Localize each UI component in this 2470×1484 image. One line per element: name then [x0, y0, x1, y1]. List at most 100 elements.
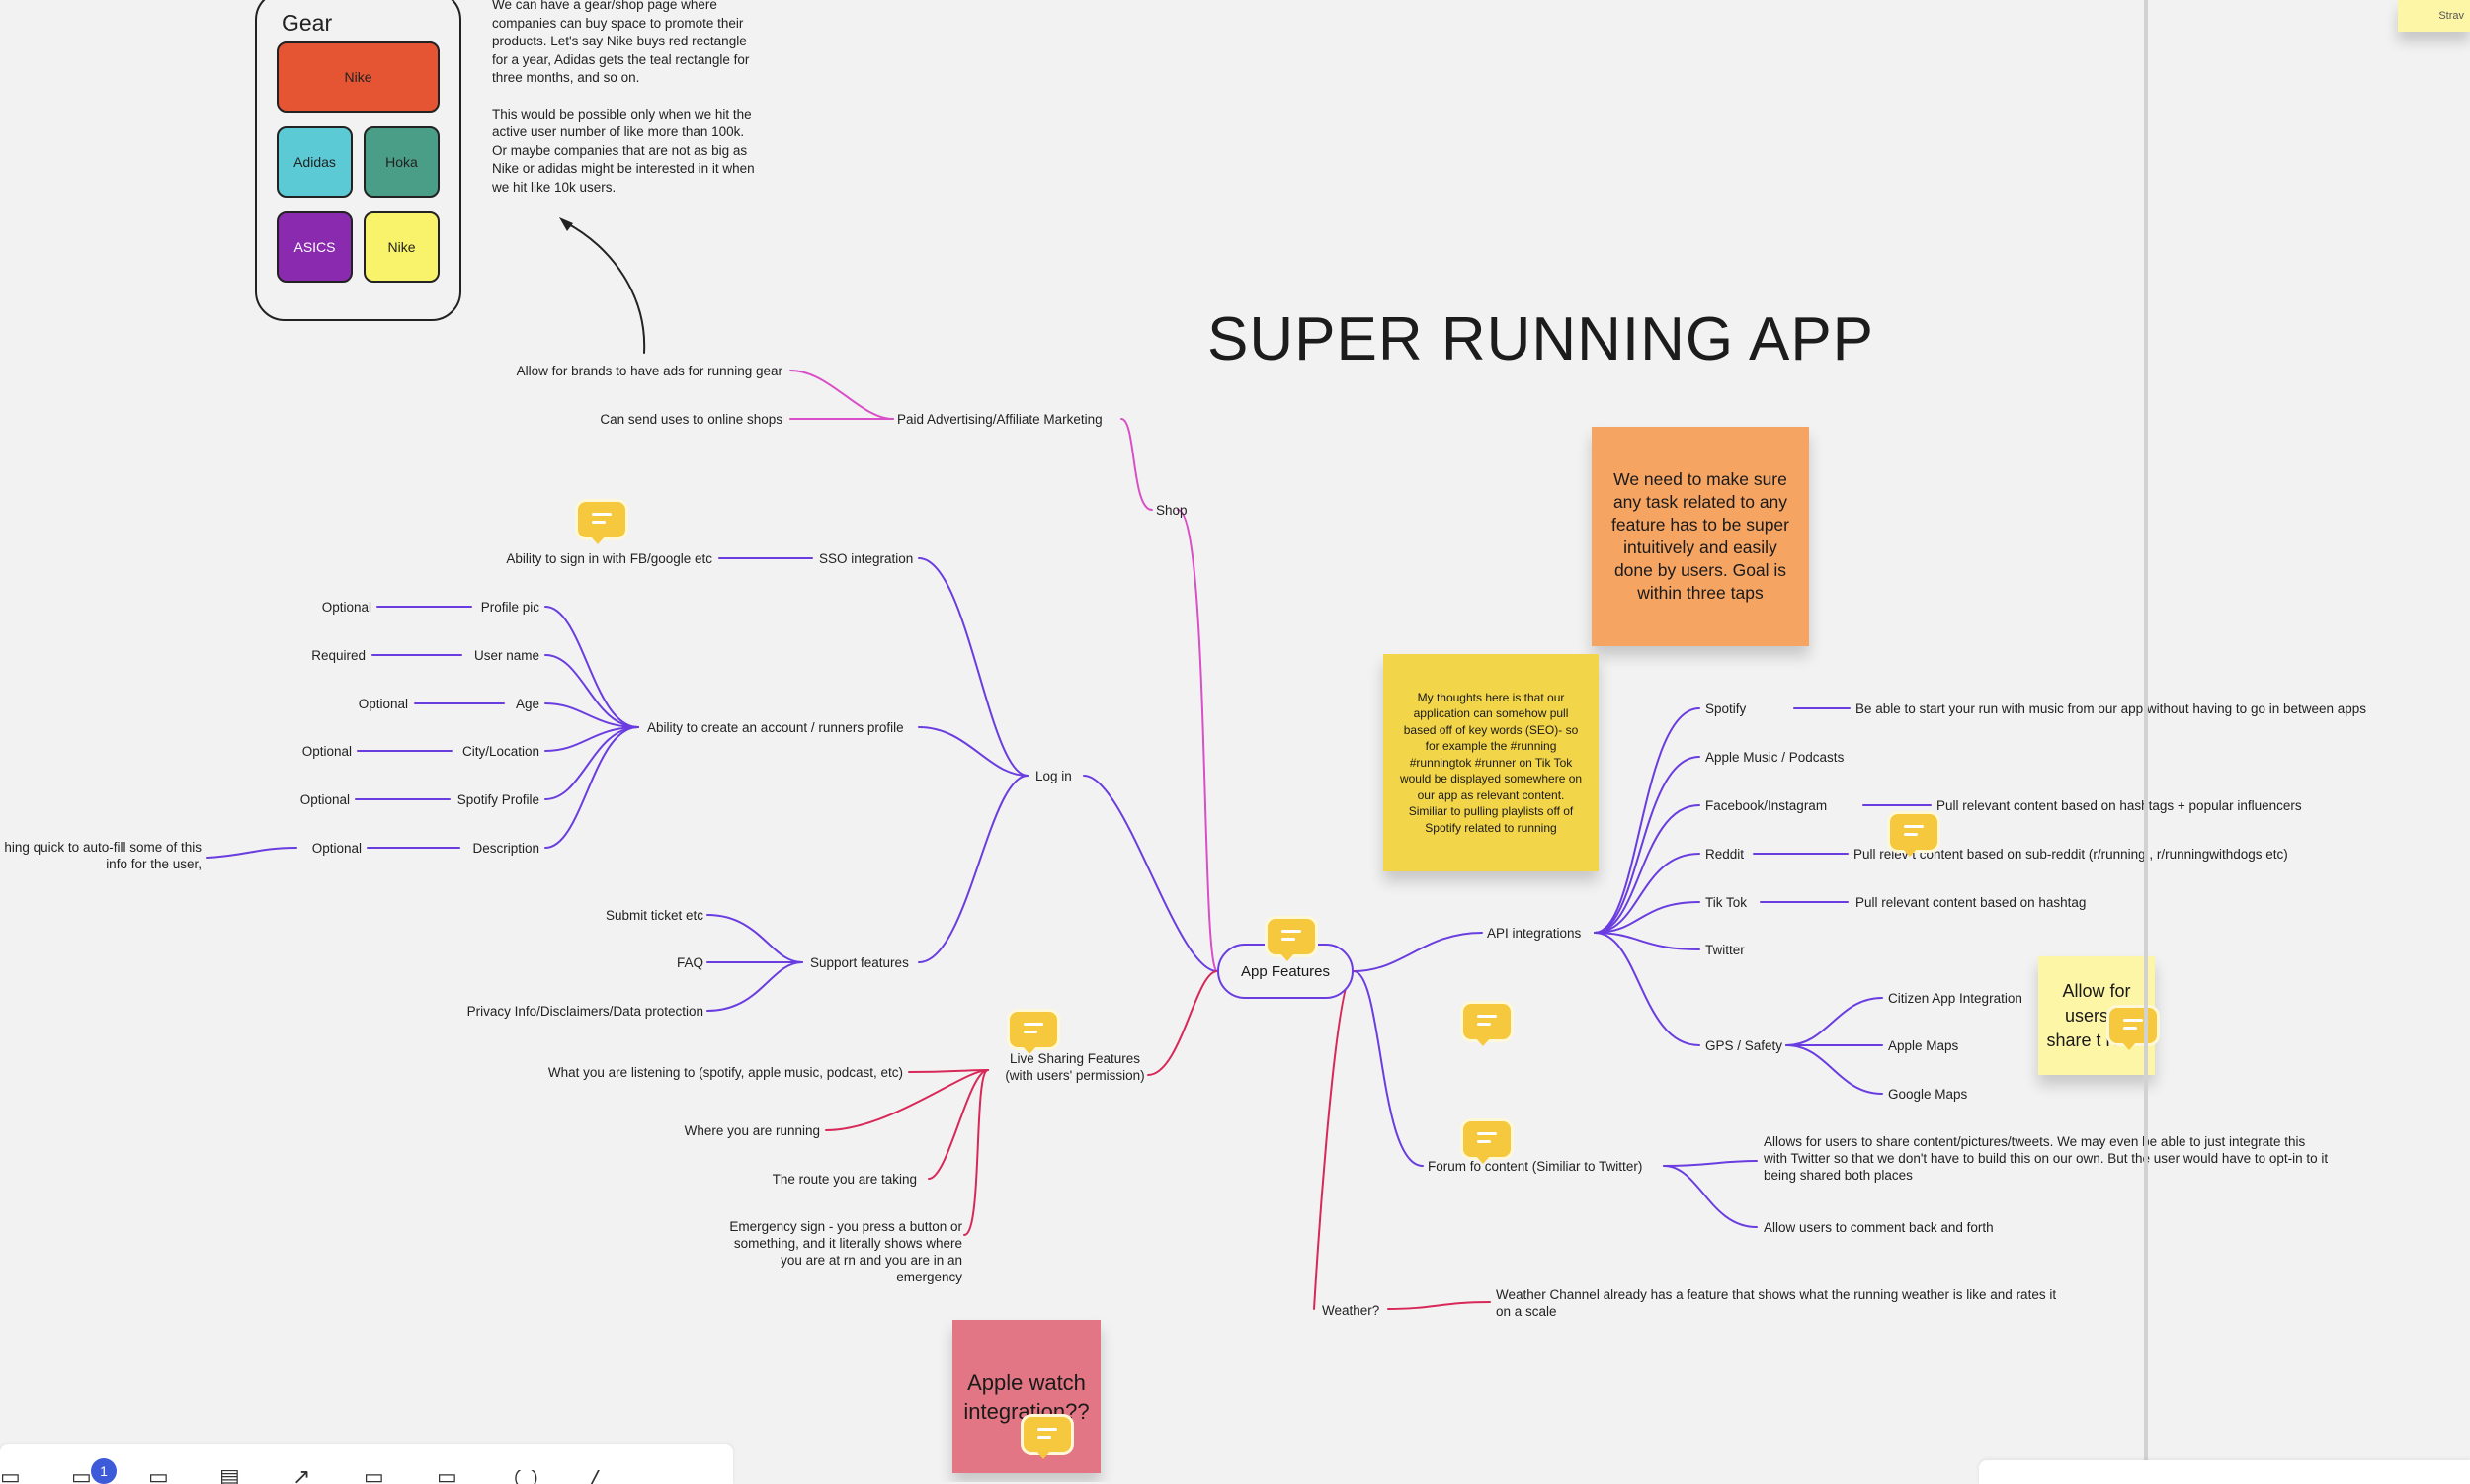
node-field-user-name[interactable]: User name — [473, 648, 539, 663]
node-live-emergency[interactable]: Emergency sign - you press a button or s… — [729, 1219, 962, 1284]
node-reddit-detail[interactable]: Pull relev t content based on sub-reddit… — [1853, 847, 2288, 862]
pen-icon[interactable]: ╱ — [589, 1470, 603, 1484]
comments-icon[interactable]: ▭ — [71, 1470, 92, 1484]
node-live-where[interactable]: Where you are running — [684, 1123, 820, 1138]
node-facebook-detail[interactable]: Pull relevant content based on hashtags … — [1936, 798, 2302, 813]
board-title[interactable]: SUPER RUNNING APP — [1207, 305, 1875, 373]
gear-note-p2: This would be possible only when we hit … — [492, 106, 755, 195]
node-reddit[interactable]: Reddit — [1705, 847, 1745, 862]
edge-api-gps — [1594, 932, 1700, 1046]
node-req-profile-pic[interactable]: Optional — [321, 600, 371, 615]
sticky-note-corner[interactable]: Strav — [2398, 0, 2470, 32]
node-sso-detail[interactable]: Ability to sign in with FB/google etc — [506, 551, 712, 566]
edge-api-tiktok — [1594, 901, 1700, 934]
node-login[interactable]: Log in — [1035, 769, 1072, 783]
node-support-ticket[interactable]: Submit ticket etc — [605, 908, 703, 923]
edge-center-api — [1353, 932, 1483, 972]
video-icon[interactable]: ▭ — [437, 1470, 457, 1484]
node-field-description[interactable]: Description — [472, 841, 539, 856]
export-icon[interactable]: ↗ — [292, 1470, 311, 1484]
node-app-features[interactable]: App Features — [1217, 944, 1354, 999]
comment-icon[interactable] — [1463, 1004, 1511, 1047]
node-support-features[interactable]: Support features — [810, 955, 909, 970]
edge-api-spotify — [1594, 707, 1700, 934]
gear-note-p1: We can have a gear/shop page where compa… — [492, 0, 750, 85]
node-paid-advertising[interactable]: Paid Advertising/Affiliate Marketing — [897, 412, 1103, 427]
timer-icon[interactable]: ◯ — [514, 1470, 538, 1484]
comment-icon[interactable] — [1010, 1012, 1057, 1055]
kanban-icon[interactable]: ▤ — [219, 1470, 240, 1484]
node-online-shops[interactable]: Can send uses to online shops — [600, 412, 782, 427]
calendar-icon[interactable]: ▭ — [0, 1470, 21, 1484]
node-live-listening[interactable]: What you are listening to (spotify, appl… — [547, 1065, 903, 1080]
node-req-age[interactable]: Optional — [358, 697, 408, 711]
node-support-privacy[interactable]: Privacy Info/Disclaimers/Data protection — [466, 1004, 703, 1019]
bottom-toolbar — [0, 1444, 733, 1484]
node-forum-comment[interactable]: Allow users to comment back and forth — [1764, 1220, 1994, 1235]
node-gps-safety[interactable]: GPS / Safety — [1705, 1038, 1783, 1053]
node-req-user-name[interactable]: Required — [311, 648, 366, 663]
sticky-note-orange[interactable]: We need to make sure any task related to… — [1592, 427, 1809, 646]
comment-icon[interactable] — [2109, 1008, 2157, 1051]
edge-api-fb — [1594, 804, 1700, 934]
node-field-spotify-profile[interactable]: Spotify Profile — [456, 792, 539, 807]
node-shop[interactable]: Shop — [1156, 503, 1188, 518]
edge-gps-1 — [1785, 997, 1883, 1046]
sticky-corner-text: Strav — [2438, 10, 2464, 22]
node-description-note[interactable]: hing quick to auto-fill some of this inf… — [4, 840, 202, 871]
frame-icon[interactable]: ▭ — [364, 1470, 384, 1484]
node-req-city[interactable]: Optional — [301, 744, 352, 759]
node-api-integrations[interactable]: API integrations — [1487, 926, 1582, 941]
comment-icon[interactable] — [1024, 1417, 1071, 1460]
node-tiktok-detail[interactable]: Pull relevant content based on hashtag — [1855, 895, 2087, 910]
gear-tile-nike-red[interactable]: Nike — [277, 41, 440, 113]
edge-forum-comment — [1663, 1165, 1758, 1228]
node-spotify-detail[interactable]: Be able to start your run with music fro… — [1855, 701, 2367, 716]
node-tiktok[interactable]: Tik Tok — [1705, 895, 1748, 910]
edge-api-reddit — [1594, 853, 1700, 934]
node-sso-integration[interactable]: SSO integration — [819, 551, 914, 566]
edge-api-apple — [1594, 756, 1700, 934]
zoom-panel[interactable] — [1979, 1460, 2470, 1484]
gear-note[interactable]: We can have a gear/shop page where compa… — [492, 0, 759, 214]
node-twitter[interactable]: Twitter — [1705, 943, 1745, 957]
node-live-sharing[interactable]: Live Sharing Features (with users' permi… — [1005, 1051, 1145, 1083]
comment-icon[interactable] — [1463, 1121, 1511, 1165]
frame-border — [2144, 0, 2148, 1482]
node-field-profile-pic[interactable]: Profile pic — [480, 600, 539, 615]
comment-icon[interactable] — [1268, 919, 1315, 962]
node-req-spotify[interactable]: Optional — [299, 792, 350, 807]
node-brand-ads[interactable]: Allow for brands to have ads for running… — [516, 364, 782, 378]
node-forum-share[interactable]: Allows for users to share content/pictur… — [1764, 1134, 2329, 1183]
sticky-note-tool-icon[interactable]: ▭ — [148, 1470, 169, 1484]
node-req-description[interactable]: Optional — [311, 841, 362, 856]
edge-acc-f2 — [544, 654, 639, 728]
gear-tile-asics[interactable]: ASICS — [277, 211, 353, 283]
node-apple-maps[interactable]: Apple Maps — [1888, 1038, 1959, 1053]
edge-support-3 — [706, 961, 803, 1012]
node-apple-music[interactable]: Apple Music / Podcasts — [1705, 750, 1845, 765]
comment-icon[interactable] — [578, 502, 625, 545]
node-google-maps[interactable]: Google Maps — [1888, 1087, 1968, 1102]
edge-req-note — [206, 847, 297, 859]
node-field-city[interactable]: City/Location — [461, 744, 539, 759]
node-weather[interactable]: Weather? — [1322, 1303, 1380, 1318]
node-create-account[interactable]: Ability to create an account / runners p… — [647, 720, 904, 735]
edge-acc-f3 — [544, 702, 639, 728]
node-field-age[interactable]: Age — [515, 697, 539, 711]
node-live-route[interactable]: The route you are taking — [772, 1172, 917, 1187]
gear-tile-adidas[interactable]: Adidas — [277, 126, 353, 198]
edge-live-1 — [908, 1069, 989, 1073]
node-support-faq[interactable]: FAQ — [676, 955, 703, 970]
gear-tile-hoka[interactable]: Hoka — [364, 126, 440, 198]
node-spotify[interactable]: Spotify — [1705, 701, 1747, 716]
edge-live-4 — [963, 1069, 989, 1236]
sticky-note-yellow[interactable]: My thoughts here is that our application… — [1383, 654, 1599, 871]
node-forum[interactable]: Forum fo content (Similiar to Twitter) — [1428, 1159, 1643, 1174]
gear-tile-nike-yellow[interactable]: Nike — [364, 211, 440, 283]
node-citizen-app[interactable]: Citizen App Integration — [1888, 991, 2022, 1006]
node-facebook-instagram[interactable]: Facebook/Instagram — [1705, 798, 1828, 813]
node-weather-detail[interactable]: Weather Channel already has a feature th… — [1496, 1287, 2057, 1319]
comment-icon[interactable] — [1890, 814, 1937, 858]
